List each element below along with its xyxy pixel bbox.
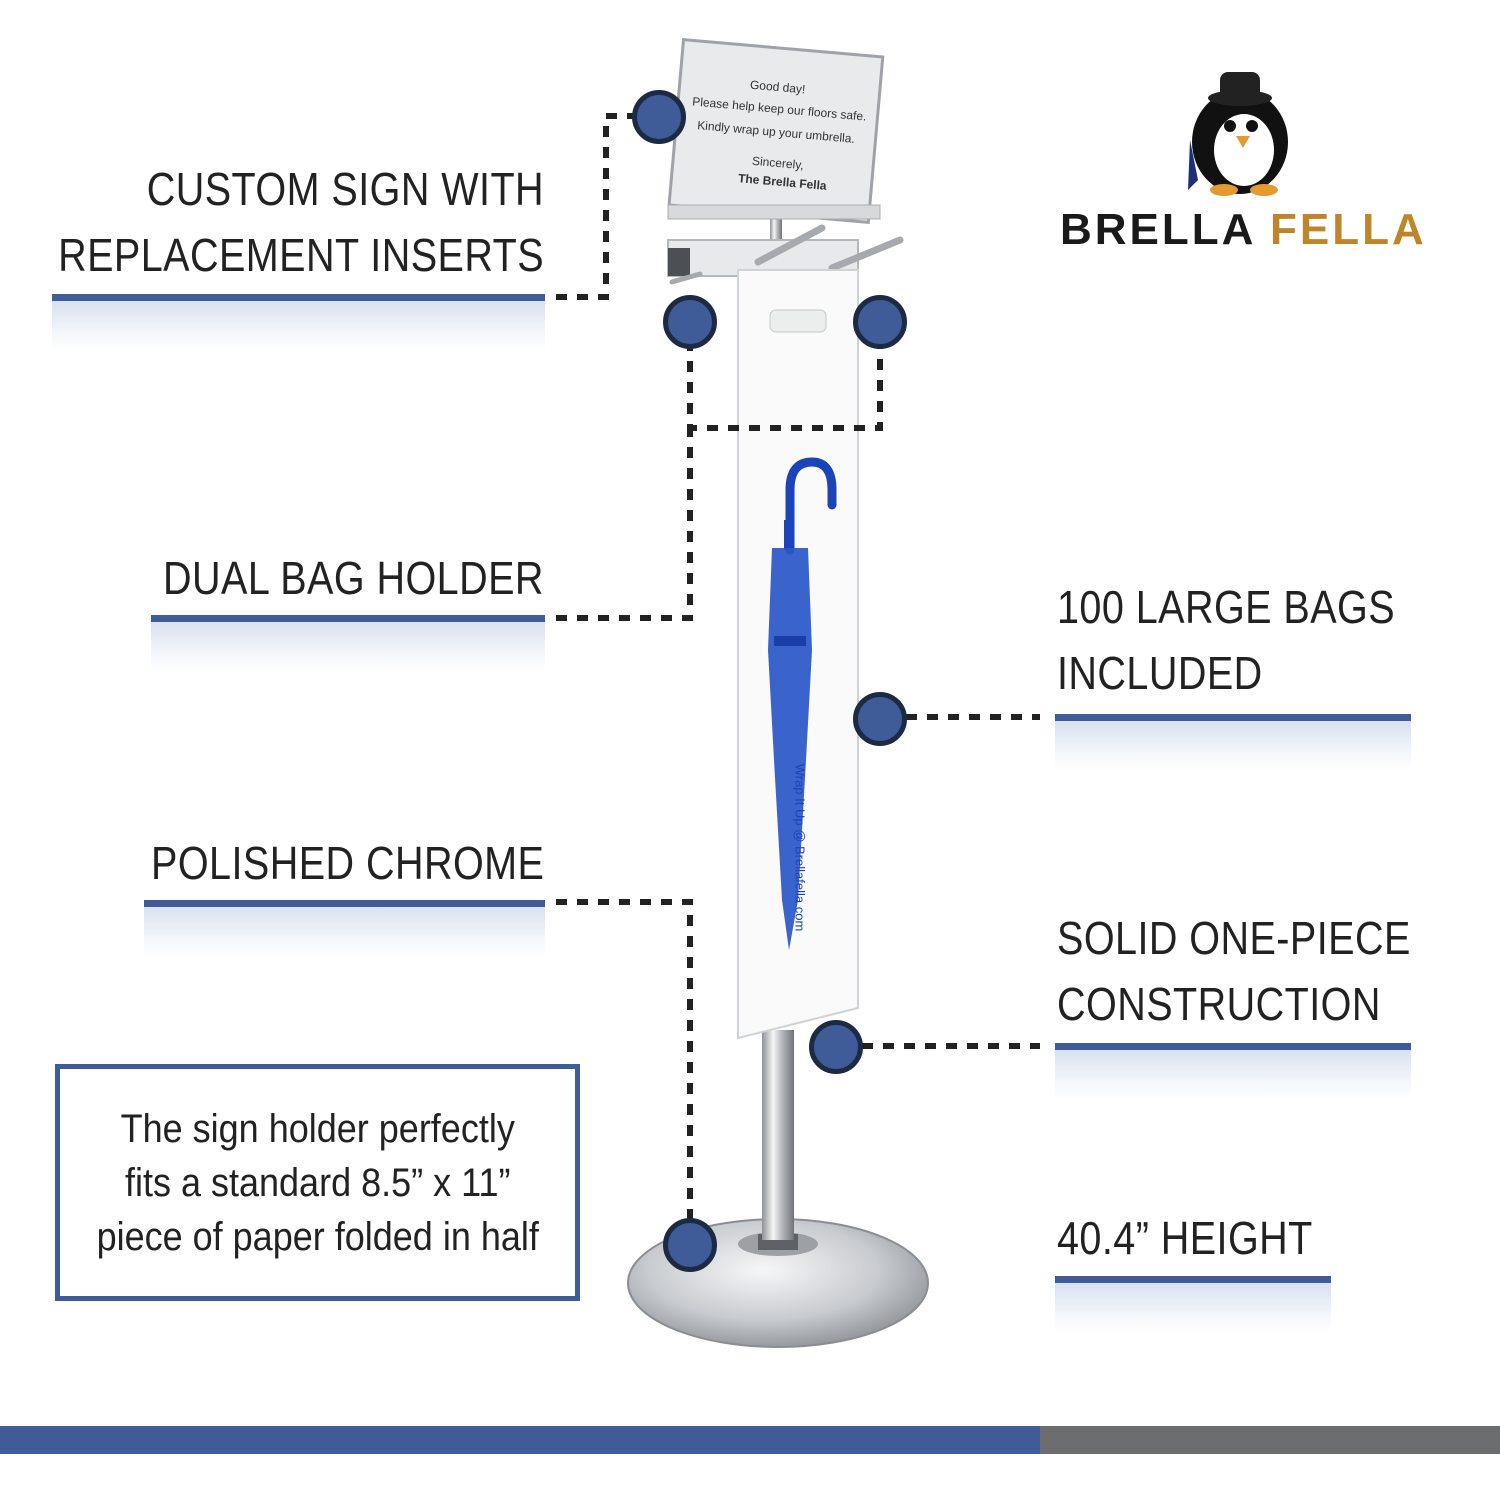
callout-dot-bags [853,692,907,746]
brand-logo-text: BRELLA FELLA [1060,205,1427,255]
info-box-text: The sign holder perfectly fits a standar… [96,1102,538,1264]
stand-pole [762,1030,794,1240]
feature-height-line1: 40.4” HEIGHT [1057,1212,1313,1264]
penguin-logo [1188,72,1288,196]
feature-polished-chrome-line1: POLISHED CHROME [150,837,544,889]
callout-dot-sign [632,90,686,144]
feature-large-bags-underline [1055,714,1411,721]
feature-dual-bag-holder: DUAL BAG HOLDER [101,545,544,611]
callout-dot-holder-left [663,295,717,349]
bag-print-text: Wrap It Up @ Brellafella.com [792,763,808,932]
brand-name-part1: BRELLA [1060,205,1255,254]
feature-custom-sign-glow [52,301,545,351]
info-box-line1: The sign holder perfectly [120,1106,515,1151]
feature-large-bags-glow [1055,721,1411,771]
feature-dual-bag-holder-line1: DUAL BAG HOLDER [163,552,544,604]
callout-dot-construction [809,1020,863,1074]
feature-large-bags-line2: INCLUDED [1057,647,1263,699]
feature-one-piece-line1: SOLID ONE-PIECE [1057,912,1411,964]
feature-polished-chrome: POLISHED CHROME [87,830,544,896]
footer-bar-grey [1040,1426,1500,1454]
feature-large-bags: 100 LARGE BAGS INCLUDED [1057,574,1450,706]
feature-height: 40.4” HEIGHT [1057,1205,1354,1271]
feature-custom-sign-line1: CUSTOM SIGN WITH [146,163,544,215]
feature-custom-sign-line2: REPLACEMENT INSERTS [58,229,544,281]
footer-bar-blue [0,1426,1040,1454]
callout-dot-chrome [663,1218,717,1272]
feature-one-piece: SOLID ONE-PIECE CONSTRUCTION [1057,905,1468,1037]
feature-one-piece-underline [1055,1043,1411,1050]
feature-one-piece-glow [1055,1050,1411,1100]
umbrella-handle [785,457,837,555]
feature-height-glow [1055,1283,1331,1333]
feature-custom-sign-underline [52,294,545,301]
brand-name-part2: FELLA [1270,205,1427,254]
feature-dual-bag-holder-glow [151,622,545,672]
feature-one-piece-line2: CONSTRUCTION [1057,978,1381,1030]
callout-dot-holder-right [853,295,907,349]
feature-polished-chrome-glow [144,907,545,957]
feature-height-underline [1055,1276,1331,1283]
info-box-line3: piece of paper folded in half [96,1214,539,1259]
feature-large-bags-line1: 100 LARGE BAGS [1057,581,1396,633]
feature-custom-sign: CUSTOM SIGN WITH REPLACEMENT INSERTS [0,156,544,288]
umbrella-canopy [768,548,812,950]
sign-holder-info-box: The sign holder perfectly fits a standar… [55,1064,580,1301]
info-box-line2: fits a standard 8.5” x 11” [124,1160,511,1205]
feature-polished-chrome-underline [144,900,545,907]
feature-dual-bag-holder-underline [151,615,545,622]
